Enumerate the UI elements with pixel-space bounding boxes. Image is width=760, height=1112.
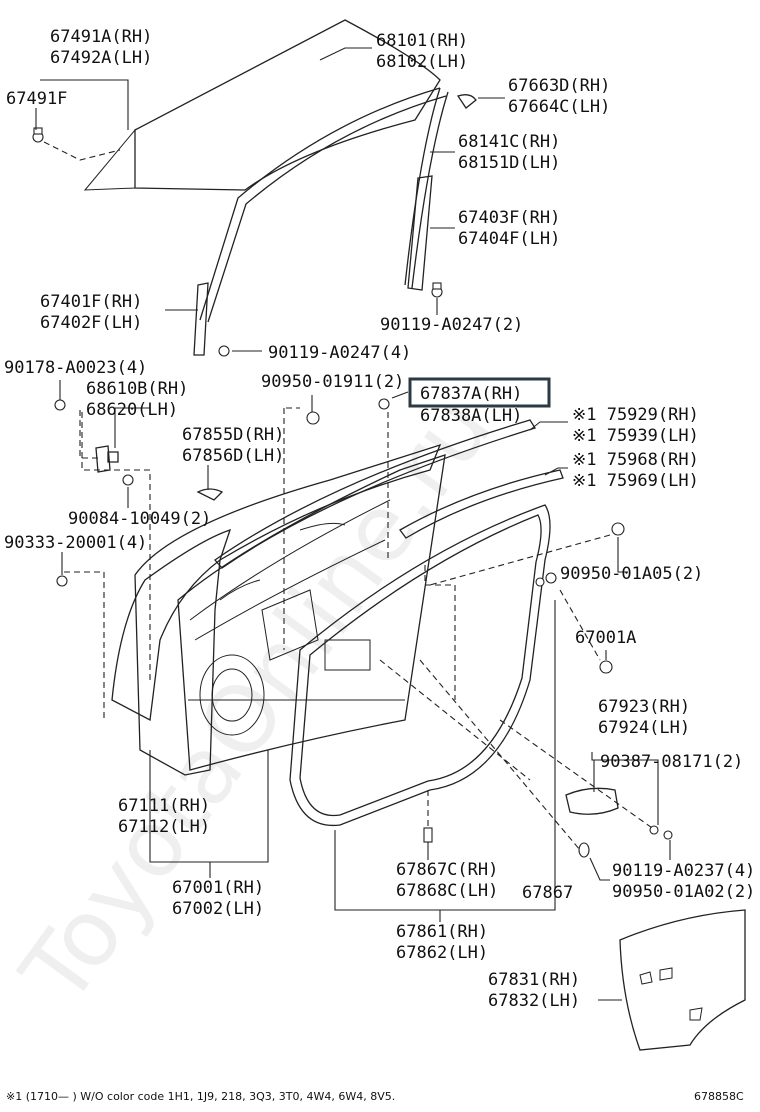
label-67924: 67924(LH) <box>598 718 690 738</box>
label-67663D: 67663D(RH) <box>508 76 610 96</box>
door-weatherstrip-part <box>289 504 551 827</box>
door-check-part <box>196 488 224 501</box>
label-67831: 67831(RH) <box>488 970 580 990</box>
label-67861: 67861(RH) <box>396 922 488 942</box>
outer-panel-part <box>111 528 232 722</box>
label-67402F: 67402F(LH) <box>40 313 142 333</box>
corner-cover-part <box>456 94 477 109</box>
label-68620: 68620(LH) <box>86 400 178 420</box>
label-90950-01a02: 90950-01A02(2) <box>612 882 755 902</box>
door-glass-part <box>83 19 441 191</box>
label-67855D: 67855D(RH) <box>182 425 284 445</box>
door-hinge-part <box>95 445 119 473</box>
label-67403F: 67403F(RH) <box>458 208 560 228</box>
label-90119-a0237: 90119-A0237(4) <box>612 861 755 881</box>
label-90119-a0247-2: 90119-A0247(2) <box>380 315 523 335</box>
label-67832: 67832(LH) <box>488 991 580 1011</box>
belt-weatherstrip-part <box>399 469 564 539</box>
door-shell-part <box>134 443 446 776</box>
label-67401F: 67401F(RH) <box>40 292 142 312</box>
highlight-box <box>408 377 551 408</box>
label-75969: ※1 75969(LH) <box>572 471 699 491</box>
label-67492A: 67492A(LH) <box>50 48 152 68</box>
label-90950-01911: 90950-01911(2) <box>261 372 404 392</box>
label-67856D: 67856D(LH) <box>182 446 284 466</box>
label-67664C: 67664C(LH) <box>508 97 610 117</box>
label-75929: ※1 75929(RH) <box>572 405 699 425</box>
dashed-guides <box>43 141 656 851</box>
label-68101: 68101(RH) <box>376 31 468 51</box>
label-75968: ※1 75968(RH) <box>572 450 699 470</box>
label-67867: 67867 <box>522 883 573 903</box>
label-67923: 67923(RH) <box>598 697 690 717</box>
belt-moulding-part <box>214 419 536 569</box>
label-90950-01a05: 90950-01A05(2) <box>560 564 703 584</box>
label-68141C: 68141C(RH) <box>458 132 560 152</box>
label-68610B: 68610B(RH) <box>86 379 188 399</box>
footnote: ※1 (1710— ) W/O color code 1H1, 1J9, 218… <box>6 1090 395 1103</box>
label-68102: 68102(LH) <box>376 52 468 72</box>
label-90178: 90178-A0023(4) <box>4 358 147 378</box>
label-90387: 90387-08171(2) <box>600 752 743 772</box>
label-67837A-highlighted: 67837A(RH) <box>420 384 522 404</box>
label-67867C: 67867C(RH) <box>396 860 498 880</box>
label-67491A: 67491A(RH) <box>50 27 152 47</box>
front-channel-part <box>193 282 209 356</box>
label-75939: ※1 75939(LH) <box>572 426 699 446</box>
label-68151D: 68151D(LH) <box>458 153 560 173</box>
label-90084: 90084-10049(2) <box>68 509 211 529</box>
label-67112: 67112(LH) <box>118 817 210 837</box>
door-handle-part <box>565 787 619 815</box>
label-90119-a0247-4: 90119-A0247(4) <box>268 343 411 363</box>
division-bar-part <box>407 175 433 291</box>
service-hole-cover-part <box>619 909 746 1051</box>
label-67001A: 67001A <box>575 628 636 648</box>
label-67491F: 67491F <box>6 89 67 109</box>
glass-run-part <box>199 87 449 323</box>
label-67838A: 67838A(LH) <box>420 406 522 426</box>
part-labels: 67491A(RH) 67492A(LH) 67491F 68101(RH) 6… <box>4 27 755 1011</box>
label-67862: 67862(LH) <box>396 943 488 963</box>
label-67404F: 67404F(LH) <box>458 229 560 249</box>
label-90333: 90333-20001(4) <box>4 533 147 553</box>
label-67002: 67002(LH) <box>172 899 264 919</box>
label-67001: 67001(RH) <box>172 878 264 898</box>
label-67111: 67111(RH) <box>118 796 210 816</box>
diagram-code: 678858C <box>694 1090 744 1103</box>
label-67868C: 67868C(LH) <box>396 881 498 901</box>
